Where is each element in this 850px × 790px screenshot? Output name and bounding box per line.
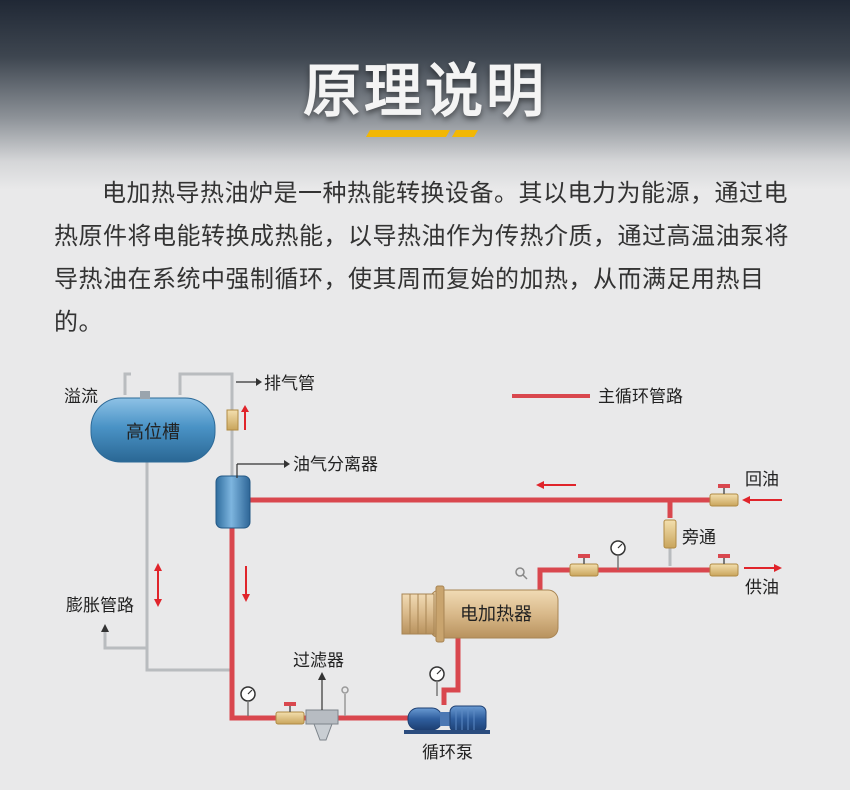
inlet-pressure-gauge xyxy=(240,686,256,716)
exhaust-pipe-label: 排气管 xyxy=(264,374,315,394)
electric-heater-label: 电加热器 xyxy=(460,604,532,625)
inlet-valve xyxy=(275,702,305,725)
separator-down-arrow xyxy=(242,566,250,602)
supply-oil-label: 供油 xyxy=(745,578,779,598)
supply-line-valve xyxy=(569,554,599,577)
supply-oil-valve xyxy=(709,554,739,577)
exhaust-leader-arrow xyxy=(256,378,262,386)
pipe-pump-to-heater xyxy=(441,636,461,705)
return-oil-arrow-in xyxy=(742,496,782,504)
circulation-pump xyxy=(404,705,490,734)
return-oil-arrow-top xyxy=(536,481,576,489)
header-background xyxy=(0,0,850,190)
heater-thermometer xyxy=(515,567,528,580)
description-paragraph: 电加热导热油炉是一种热能转换设备。其以电力为能源，通过电热原件将电能转换成热能，… xyxy=(54,179,789,336)
return-oil-label: 回油 xyxy=(745,470,779,490)
filter xyxy=(305,709,339,741)
bypass-label: 旁通 xyxy=(682,528,716,548)
exhaust-flow-arrowhead xyxy=(241,405,249,412)
expansion-double-arrow xyxy=(154,563,162,607)
expansion-pipe-line xyxy=(145,462,232,672)
separator-label: 油气分离器 xyxy=(293,455,378,475)
page-title: 原理说明 xyxy=(302,57,547,125)
expansion-pipe-label: 膨胀管路 xyxy=(66,596,134,616)
pump-pressure-gauge xyxy=(429,666,445,696)
overflow-pipe xyxy=(123,372,131,395)
pipe-separator-to-pump xyxy=(229,528,410,721)
description-block: 电加热导热油炉是一种热能转换设备。其以电力为能源，通过电热原件将电能转换成热能，… xyxy=(54,172,804,344)
bypass-valve xyxy=(663,519,677,549)
oil-gas-separator xyxy=(215,475,251,529)
high-tank: 高位槽 xyxy=(90,391,216,463)
exhaust-pipe-line xyxy=(178,372,234,410)
overflow-label: 溢流 xyxy=(64,387,98,407)
legend-label: 主循环管路 xyxy=(598,387,683,407)
filter-label: 过滤器 xyxy=(293,651,344,671)
filter-thermometer xyxy=(341,686,349,716)
supply-oil-arrow xyxy=(744,564,782,572)
expansion-label-leader xyxy=(103,632,147,650)
electric-heater: 电加热器 xyxy=(401,585,559,643)
circulation-pump-label: 循环泵 xyxy=(422,743,473,763)
separator-leader-arrow xyxy=(284,460,290,468)
exhaust-valve xyxy=(226,409,239,431)
supply-pressure-gauge xyxy=(610,540,626,570)
high-tank-label: 高位槽 xyxy=(126,422,180,443)
pipe-heater-to-supply xyxy=(537,567,738,612)
filter-leader-arrow xyxy=(318,672,326,680)
expansion-leader-arrow xyxy=(101,624,109,632)
return-oil-valve xyxy=(709,484,739,507)
